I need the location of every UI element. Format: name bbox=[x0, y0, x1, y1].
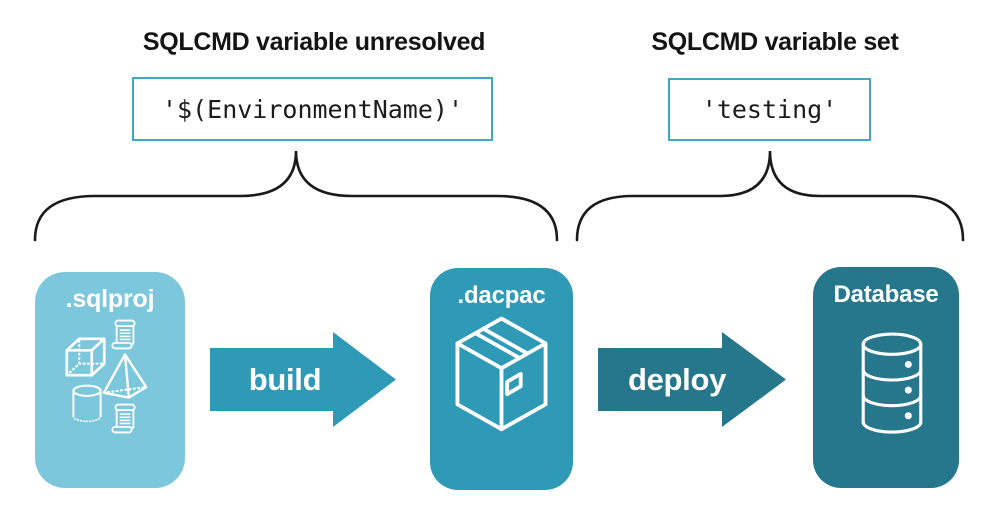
heading-set: SQLCMD variable set bbox=[651, 28, 899, 56]
right-arrow-icon bbox=[598, 332, 786, 427]
build-arrow: build bbox=[210, 332, 396, 427]
package-box-icon bbox=[455, 316, 548, 432]
pyramid-icon bbox=[102, 353, 148, 399]
database-label: Database bbox=[833, 281, 939, 308]
deploy-label: deploy bbox=[627, 361, 727, 397]
code-text-set: 'testing' bbox=[701, 95, 838, 124]
deploy-arrow: deploy bbox=[598, 332, 786, 427]
heading-unresolved: SQLCMD variable unresolved bbox=[142, 28, 486, 56]
scroll-icon bbox=[111, 319, 136, 350]
dacpac-label: .dacpac bbox=[457, 282, 546, 309]
code-box-set: 'testing' bbox=[668, 78, 871, 141]
build-label: build bbox=[248, 361, 322, 397]
brace-left bbox=[33, 150, 559, 242]
database-card: Database bbox=[813, 267, 959, 488]
right-arrow-icon bbox=[210, 332, 396, 427]
cylinder-icon bbox=[72, 384, 102, 423]
code-text-unresolved: '$(EnvironmentName)' bbox=[161, 94, 464, 124]
brace-right bbox=[575, 150, 965, 242]
database-cylinder-icon bbox=[861, 332, 923, 434]
sqlproj-label: .sqlproj bbox=[65, 285, 155, 313]
scroll-icon bbox=[111, 403, 136, 434]
cube-icon bbox=[65, 337, 106, 377]
code-box-unresolved: '$(EnvironmentName)' bbox=[132, 77, 493, 141]
sqlproj-card: .sqlproj bbox=[35, 272, 185, 488]
dacpac-card: .dacpac bbox=[430, 268, 573, 490]
